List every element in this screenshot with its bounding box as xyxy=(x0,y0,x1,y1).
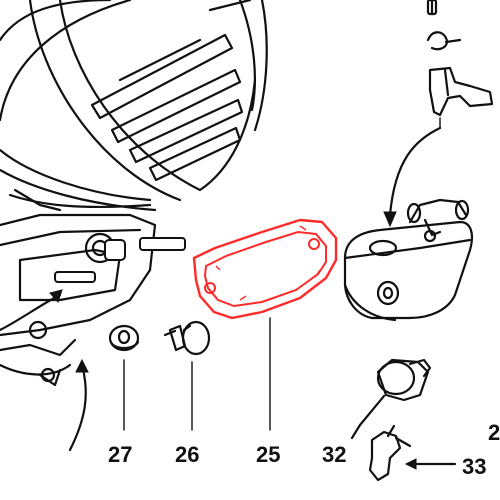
upper-right-parts xyxy=(383,0,494,228)
part-label-27: 27 xyxy=(108,442,132,467)
part-33-terminal xyxy=(368,424,457,482)
part-label-32: 32 xyxy=(322,442,346,467)
engine-case xyxy=(0,188,186,452)
part-label-33: 33 xyxy=(462,454,486,479)
part-label-edge: 2 xyxy=(488,420,500,445)
part-26-bolt xyxy=(163,320,211,431)
part-32-plug xyxy=(350,358,432,440)
fan-housing xyxy=(0,0,268,212)
cover-assembly xyxy=(343,198,474,322)
part-label-25: 25 xyxy=(256,442,280,467)
mounting-studs xyxy=(28,232,186,383)
part-25-gasket-highlighted[interactable] xyxy=(192,218,338,431)
part-27-washer xyxy=(108,324,140,431)
vent-slots xyxy=(90,0,252,182)
part-label-26: 26 xyxy=(175,442,199,467)
